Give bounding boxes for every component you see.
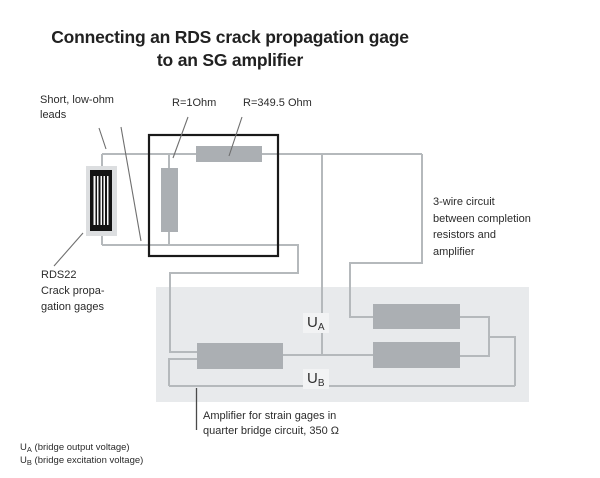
- wires: [101, 153, 516, 387]
- series-resistor-1ohm: [161, 168, 178, 232]
- completion-box: [147, 133, 280, 258]
- crack-gage-symbol: [86, 166, 117, 236]
- ua-symbol: U: [307, 314, 318, 331]
- leader-r1: [172, 116, 189, 159]
- page-title: Connecting an RDS crack propagation gage…: [20, 26, 440, 72]
- leader-r349: [228, 116, 243, 157]
- label-r1: R=1Ohm: [172, 97, 217, 109]
- title-line-2: to an SG amplifier: [156, 50, 304, 71]
- ub-symbol: U: [307, 370, 318, 387]
- label-r349: R=349.5 Ohm: [243, 97, 312, 109]
- wire-third-lead: [349, 154, 423, 318]
- ua-subscript: A: [317, 322, 325, 333]
- amp-lower-right-resistor: [373, 342, 460, 368]
- resistors: [161, 146, 460, 369]
- footnote-ua: UA (bridge output voltage): [20, 441, 143, 454]
- ua-label: UA: [303, 313, 329, 333]
- leader-leads-long: [120, 126, 142, 242]
- label-amplifier: Amplifier for strain gages in quarter br…: [203, 410, 340, 437]
- amp-left-resistor: [197, 343, 283, 369]
- footnote-ua-subscript: A: [26, 445, 32, 454]
- footnote-ua-symbol: U: [20, 442, 27, 453]
- wire-bracket-tap: [489, 336, 516, 386]
- footnote-ua-text: (bridge output voltage): [31, 442, 130, 453]
- footnote-ub-text: (bridge excitation voltage): [31, 455, 144, 467]
- footnotes: UA (bridge output voltage) UB (bridge ex…: [20, 441, 143, 468]
- amp-upper-right-resistor: [373, 304, 460, 329]
- leader-rds22: [53, 232, 84, 267]
- ub-label: UB: [303, 369, 329, 389]
- footnote-ub-subscript: B: [26, 458, 32, 468]
- label-short-leads: Short, low-ohm leads: [40, 94, 114, 121]
- wire-bottom-loop: [102, 244, 299, 353]
- wire-ub-branch: [168, 358, 197, 386]
- footnote-ub: UB (bridge excitation voltage): [20, 454, 143, 467]
- title-line-1: Connecting an RDS crack propagation gage: [51, 27, 409, 47]
- leader-lines: [53, 116, 243, 430]
- crack-gage-grid-icon: [90, 170, 112, 231]
- completion-resistor-349ohm: [196, 146, 262, 162]
- label-3wire-circuit: 3-wire circuit between completion resist…: [433, 196, 531, 258]
- label-rds22: RDS22 Crack propa- gation gages: [41, 269, 105, 313]
- leader-leads-short: [98, 127, 107, 150]
- ub-subscript: B: [317, 378, 325, 389]
- footnote-ub-symbol: U: [20, 455, 27, 467]
